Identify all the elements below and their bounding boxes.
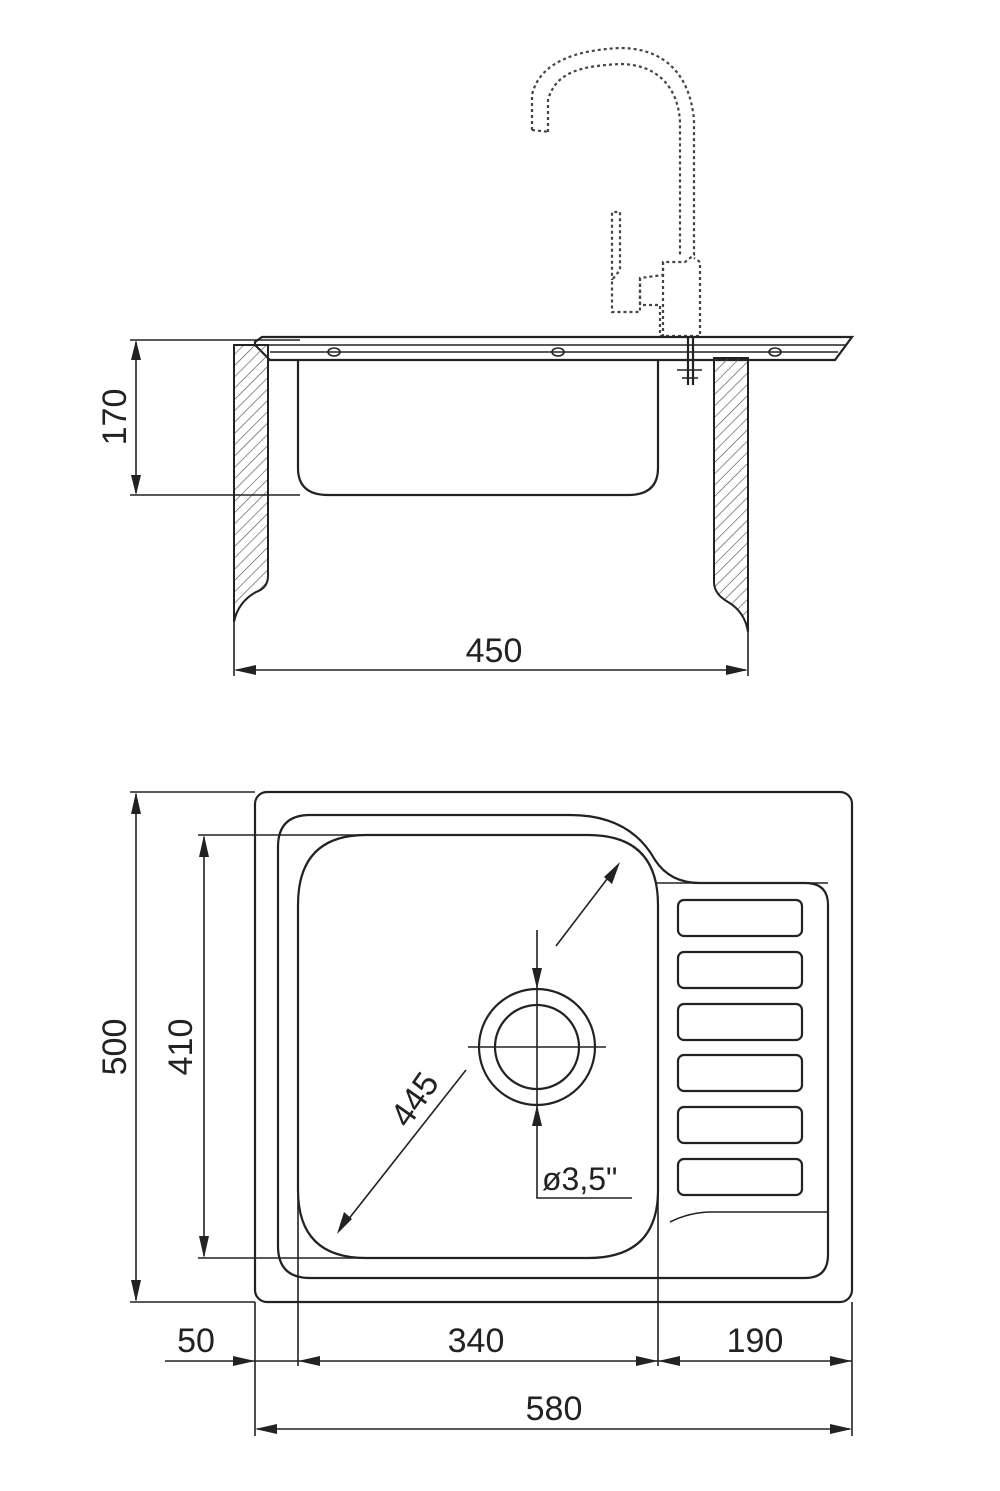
bowl-depth-label: 410 — [162, 1019, 200, 1076]
drainer-groove — [676, 1002, 804, 1042]
bowl-width-label: 340 — [448, 1322, 505, 1360]
sink-inner-outline — [276, 813, 830, 1280]
drain: ø3,5" — [468, 930, 632, 1199]
width-breakdown-dimension: 50 340 190 — [165, 1322, 852, 1366]
cabinet-wall-right — [713, 357, 749, 633]
drainer-groove — [676, 1105, 804, 1145]
drain-diameter-label: ø3,5" — [542, 1161, 617, 1197]
overall-depth-label: 500 — [96, 1019, 134, 1076]
fixing-hole-icon — [768, 347, 782, 357]
sink-outer-rim — [253, 790, 854, 1304]
depth-dimension: 170 — [96, 339, 300, 496]
drainer-width-label: 190 — [727, 1322, 784, 1360]
offset-left-label: 50 — [177, 1322, 215, 1360]
drainer-grooves — [676, 898, 804, 1197]
fixing-hole-icon — [551, 347, 565, 357]
cabinet-width-label: 450 — [466, 632, 523, 670]
drainer-groove — [676, 898, 804, 938]
cabinet-width-dimension: 450 — [233, 622, 749, 676]
drainer-groove — [676, 1157, 804, 1197]
fixing-hole-icon — [327, 347, 341, 357]
overall-depth-dimension: 500 — [96, 791, 255, 1303]
bowl-depth-dimension: 410 — [162, 834, 366, 1259]
bowl-profile — [296, 360, 660, 497]
faucet-outline — [530, 46, 702, 338]
depth-label: 170 — [96, 389, 134, 446]
drainer-groove — [676, 1053, 804, 1093]
sink-deck — [253, 335, 855, 385]
bowl-diagonal-label: 445 — [383, 1066, 447, 1134]
side-view: 170 450 — [96, 46, 855, 676]
top-view: ø3,5" 445 500 410 — [96, 790, 854, 1436]
drainer-groove — [676, 950, 804, 990]
sink-bowl — [296, 833, 660, 1260]
overall-width-label: 580 — [526, 1390, 583, 1428]
cabinet-wall-left — [233, 344, 269, 623]
overall-width-dimension: 580 — [255, 1390, 852, 1434]
